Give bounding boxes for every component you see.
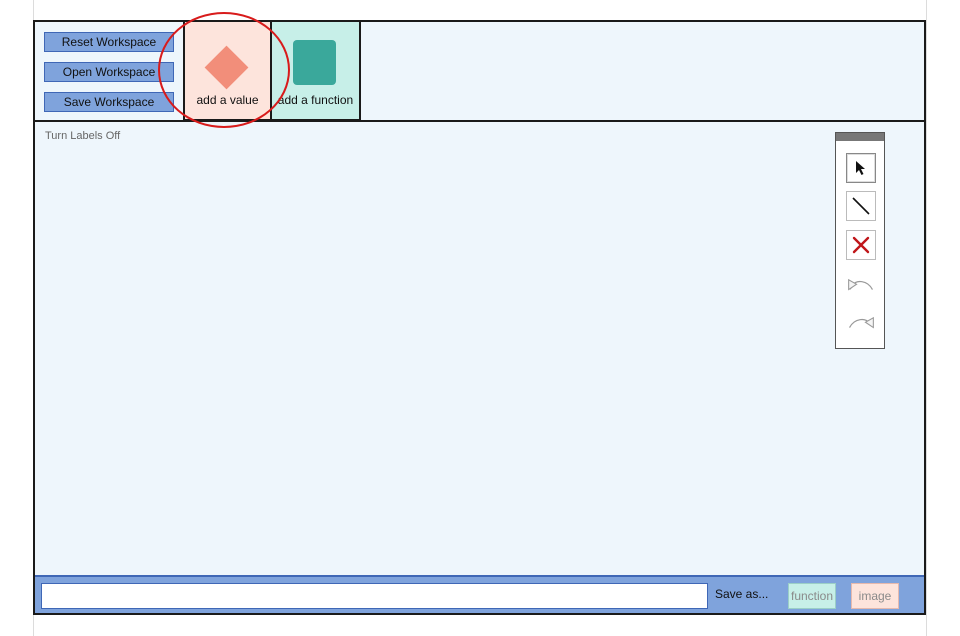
drawing-tool-panel [835,132,885,349]
line-icon [852,197,870,215]
delete-tool-button[interactable] [846,230,876,260]
open-workspace-button[interactable]: Open Workspace [44,62,174,82]
delete-x-icon [852,236,870,254]
add-value-tile[interactable]: add a value [183,22,272,121]
save-as-image-button[interactable]: image [851,583,899,609]
reset-workspace-button[interactable]: Reset Workspace [44,32,174,52]
save-as-label[interactable]: Save as... [715,587,769,601]
save-as-function-button[interactable]: function [788,583,836,609]
add-function-tile[interactable]: add a function [272,22,361,121]
save-workspace-button[interactable]: Save Workspace [44,92,174,112]
undo-button[interactable] [846,271,876,301]
tool-panel-drag-handle[interactable] [836,133,884,141]
value-diamond-icon [204,45,249,90]
redo-button[interactable] [846,309,876,339]
turn-labels-off-link[interactable]: Turn Labels Off [45,130,121,142]
redo-arrow-icon [848,316,874,329]
workspace-toolbar: Reset Workspace Open Workspace Save Work… [35,22,924,122]
function-square-icon [293,40,336,85]
workspace: Reset Workspace Open Workspace Save Work… [33,20,926,615]
line-tool-button[interactable] [846,191,876,221]
arrow-cursor-icon [856,161,865,175]
save-name-input[interactable] [41,583,708,609]
select-tool-button[interactable] [846,153,876,183]
undo-arrow-icon [848,278,874,291]
bottom-save-bar: Save as... function image [35,575,924,613]
add-value-label: add a value [196,93,259,107]
add-function-label: add a function [277,93,354,107]
